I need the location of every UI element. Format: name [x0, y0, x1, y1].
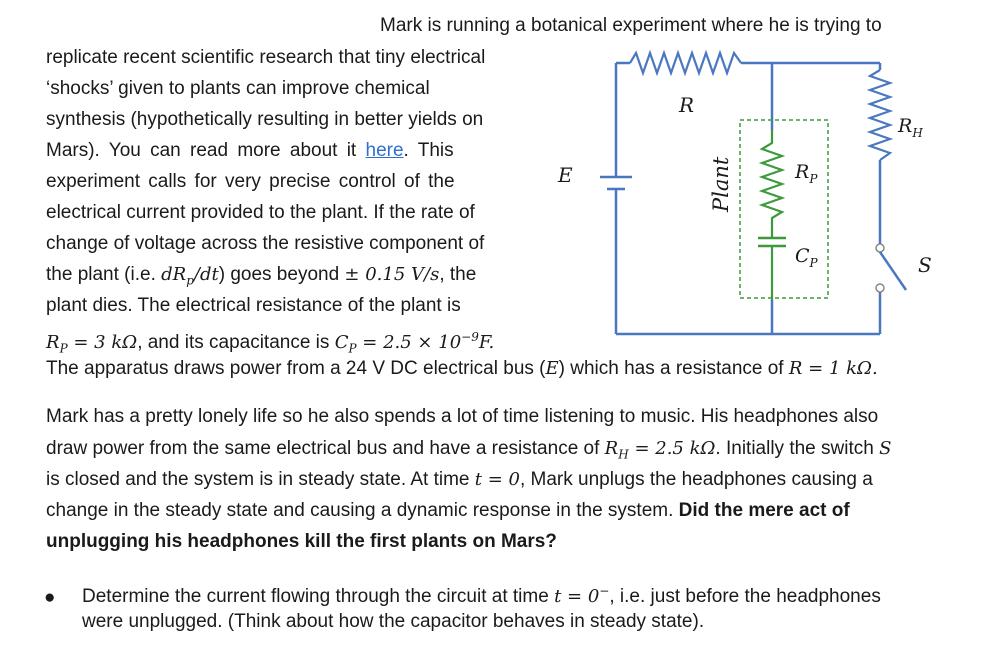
para1-line10: plant dies. The electrical resistance of… [46, 295, 461, 316]
math-rh: RH = 2.5 kΩ [604, 438, 716, 462]
para2-line2-pre: draw power from the same electrical bus … [46, 438, 600, 459]
math-cp: CP = 2.5 × 10−9F. [334, 330, 495, 356]
bullet-line2: were unplugged. (Think about how the cap… [82, 611, 705, 632]
label-e: E [557, 163, 573, 187]
plant-box [739, 119, 829, 299]
para1-line3-text: ‘shocks’ given to plants can improve che… [46, 78, 430, 99]
switch-bottom-contact [875, 283, 885, 293]
para1-line1: Mark is running a botanical experiment w… [380, 15, 882, 36]
para2-line4-bold: Did the mere act of [678, 500, 850, 521]
here-link[interactable]: here [365, 140, 404, 161]
bullet-line1: Determine the current flowing through th… [82, 579, 881, 609]
para1-line6: experiment calls for very precise contro… [46, 171, 455, 192]
circuit-wires [614, 61, 882, 336]
para1-line2: replicate recent scientific research tha… [46, 47, 486, 68]
para2-line3-pre: is closed and the system is in steady st… [46, 469, 470, 490]
para1-line9: the plant (i.e. dRp/dt) goes beyond ± 0.… [46, 263, 476, 293]
math-drp: dRp/dt [161, 264, 219, 288]
para1-line12-pre: The apparatus draws power from a 24 V DC… [46, 358, 546, 379]
para2-line2-mid: . Initially the switch [715, 438, 874, 459]
para1-line9-pre: the plant (i.e. [46, 264, 156, 285]
para2-line1: Mark has a pretty lonely life so he also… [46, 406, 879, 427]
label-r: R [678, 93, 694, 117]
para1-line9-post: , the [439, 264, 477, 285]
para2-line4-pre: change in the steady state and causing a… [46, 500, 674, 521]
para1-line5: Mars). You can read more about it here. … [46, 139, 520, 163]
para1-line5-post: . This [403, 140, 454, 161]
para1-line11-mid: , and its capacitance is [137, 332, 330, 353]
label-s: S [918, 253, 932, 277]
math-e: E [545, 358, 559, 379]
para1-line12: The apparatus draws power from a 24 V DC… [46, 357, 878, 381]
resistor-r [629, 49, 742, 77]
math-t0minus: t = 0− [554, 584, 610, 607]
label-rp: RP [794, 161, 818, 186]
para2-line4: change in the steady state and causing a… [46, 499, 850, 523]
para1-line3: ‘shocks’ given to plants can improve che… [46, 77, 520, 101]
bullet-line1-post: , i.e. just before the headphones [609, 586, 881, 607]
para1-line9-mid: ) goes beyond [218, 264, 340, 285]
para1-line4: synthesis (hypothetically resulting in b… [46, 109, 484, 130]
resistor-rp [758, 130, 786, 238]
resistor-rh [866, 69, 894, 161]
label-plant: Plant [709, 156, 733, 213]
math-s: S [879, 438, 892, 459]
para2-line2: draw power from the same electrical bus … [46, 437, 891, 467]
para1-line7: electrical current provided to the plant… [46, 202, 475, 223]
math-t0: t = 0 [474, 469, 520, 490]
label-rh: RH [897, 115, 923, 140]
switch-top-contact [875, 243, 885, 253]
math-rate: ± 0.15 V/s [344, 264, 440, 285]
para1-line11: RP = 3 kΩ, and its capacitance is CP = 2… [46, 325, 494, 361]
para2-line5: unplugging his headphones kill the first… [46, 531, 557, 552]
para2-line3-post: , Mark unplugs the headphones causing a [519, 469, 873, 490]
switch-blade [878, 251, 908, 291]
para2-line3: is closed and the system is in steady st… [46, 468, 873, 492]
math-r: R = 1 kΩ. [788, 358, 878, 379]
bullet-marker: ● [44, 587, 56, 608]
bullet-line1-pre: Determine the current flowing through th… [82, 586, 549, 607]
para1-line8: change of voltage across the resistive c… [46, 233, 485, 254]
label-cp: CP [795, 245, 819, 270]
para1-line12-mid: ) which has a resistance of [558, 358, 784, 379]
para1-line5-pre: Mars). You can read more about it [46, 140, 357, 161]
math-rp: RP = 3 kΩ [46, 332, 138, 356]
